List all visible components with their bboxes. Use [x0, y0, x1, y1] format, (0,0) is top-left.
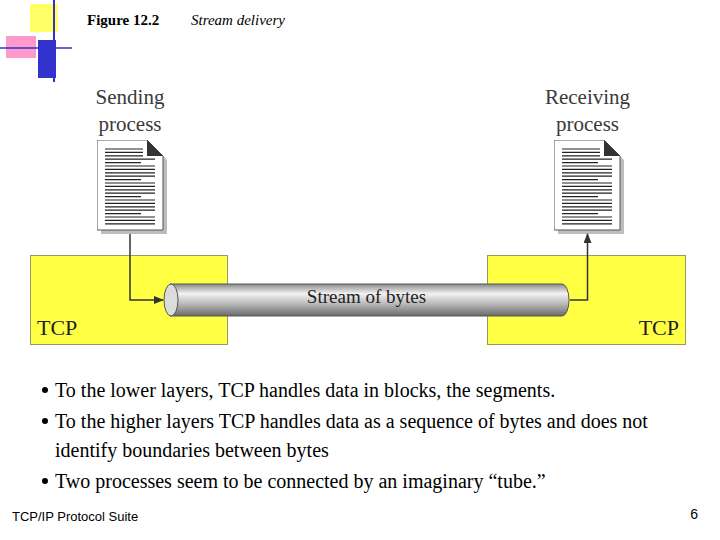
bullet-text: Two processes seem to be connected by an… [55, 467, 700, 496]
document-text-line [105, 189, 155, 190]
document-text-line [562, 155, 600, 156]
document-text-line [562, 162, 598, 163]
document-text-line [105, 223, 155, 224]
slide-decoration [0, 0, 90, 90]
document-text-line [105, 169, 155, 170]
document-text-line [105, 159, 155, 160]
deco-square [6, 36, 36, 58]
deco-line [0, 47, 72, 49]
document-text-line [562, 220, 612, 221]
document-text-line [562, 176, 612, 177]
bullet-list: To the lower layers, TCP handles data in… [40, 376, 700, 498]
document-text-line [105, 152, 143, 153]
process-label: Sending process [80, 84, 180, 138]
bullet-item: Two processes seem to be connected by an… [40, 467, 700, 496]
bullet-item: To the higher layers TCP handles data as… [40, 407, 700, 465]
document-text-line [562, 172, 612, 173]
document-text-line [105, 216, 155, 217]
document-text-line [562, 223, 612, 224]
document-page [97, 140, 163, 230]
document-fold [147, 140, 163, 156]
document-text-line [562, 169, 612, 170]
document-text-line [562, 206, 612, 207]
byte-stream-tube: Stream of bytes [163, 283, 570, 317]
tube-label: Stream of bytes [163, 286, 570, 308]
document-icon [97, 140, 167, 234]
document-page [554, 140, 620, 230]
document-text-line [105, 176, 155, 177]
document-text-line [562, 213, 598, 214]
document-text-line [562, 196, 598, 197]
document-text-line [562, 203, 612, 204]
document-text-line [105, 196, 141, 197]
document-text-line [105, 155, 143, 156]
document-text-line [105, 220, 155, 221]
tube-end [164, 284, 178, 316]
document-text-line [105, 172, 155, 173]
process-document: Receiving process [530, 84, 645, 234]
bullet-dot [42, 418, 48, 424]
document-text-line [562, 179, 598, 180]
document-fold [604, 140, 620, 156]
document-text-line [562, 193, 612, 194]
flow-arrow [570, 234, 588, 300]
document-text-line [562, 182, 612, 183]
deco-line [53, 0, 55, 82]
document-text-line [105, 182, 155, 183]
bullet-item: To the lower layers, TCP handles data in… [40, 376, 700, 405]
footer-text: TCP/IP Protocol Suite [12, 509, 138, 524]
document-icon [554, 140, 624, 234]
document-text-line [562, 216, 612, 217]
document-text-line [105, 193, 155, 194]
tcp-label: TCP [37, 315, 77, 341]
document-text-line [105, 148, 143, 149]
bullet-dot [42, 478, 48, 484]
process-label: Receiving process [530, 84, 645, 138]
document-text-line [562, 159, 612, 160]
document-text-line [562, 210, 612, 211]
bullet-dot [42, 387, 48, 393]
document-text-line [562, 152, 600, 153]
document-text-line [105, 203, 155, 204]
document-text-line [562, 199, 612, 200]
document-text-line [562, 165, 612, 166]
bullet-text: To the higher layers TCP handles data as… [55, 407, 700, 465]
document-text-line [105, 206, 155, 207]
document-text-line [562, 189, 612, 190]
flow-arrow [130, 234, 163, 300]
tcp-label: TCP [639, 315, 679, 341]
slide-number: 6 [690, 506, 698, 522]
figure-title: Figure 12.2 [87, 12, 159, 29]
document-text-line [105, 179, 141, 180]
document-text-line [105, 199, 155, 200]
document-text-line [105, 186, 155, 187]
document-text-line [105, 162, 141, 163]
document-text-line [105, 165, 155, 166]
document-text-line [105, 213, 141, 214]
document-text-line [562, 186, 612, 187]
figure-caption: Stream delivery [191, 12, 285, 29]
document-text-line [562, 148, 600, 149]
bullet-text: To the lower layers, TCP handles data in… [55, 376, 700, 405]
process-document: Sending process [80, 84, 180, 234]
document-text-line [105, 210, 155, 211]
